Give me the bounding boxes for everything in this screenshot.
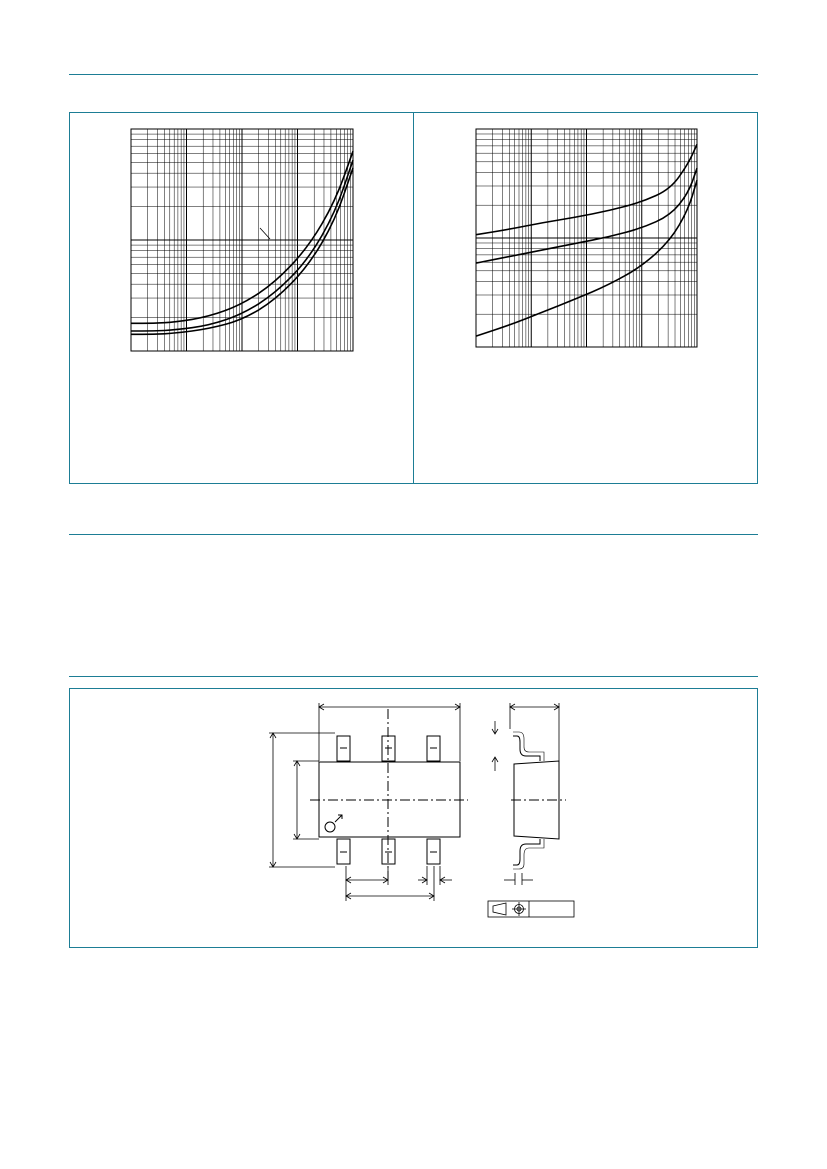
graph-2 [475,128,698,348]
pin-1 [336,838,351,865]
package-outline-drawing [269,703,575,918]
graph-1-grid [130,128,354,352]
section-rule-2 [69,676,758,677]
graph-1-series-3 [130,167,354,336]
pin1-index-mark [324,821,336,833]
package-side-view [491,703,566,885]
graph-2-series-1 [475,143,698,236]
package-top-view [310,709,468,879]
dimension-lines [269,703,461,901]
header-rule [69,74,758,75]
graphs-panel [69,112,758,484]
side-body [513,760,560,840]
section-rule-1 [69,534,758,535]
graph-1-series-2 [131,159,354,332]
projection-symbol [487,900,575,918]
graph-1-series-1 [130,150,354,325]
pin-6 [336,735,351,762]
graph-2-series-2 [475,167,698,264]
graph-2-series-3 [475,179,698,337]
package-outline-panel [69,688,758,948]
pin-3 [426,838,441,865]
graphs-divider [413,113,414,483]
graph-1 [130,128,354,352]
graph-2-grid [475,128,698,348]
pin-4 [426,735,441,762]
curve-leader-line [259,227,271,240]
